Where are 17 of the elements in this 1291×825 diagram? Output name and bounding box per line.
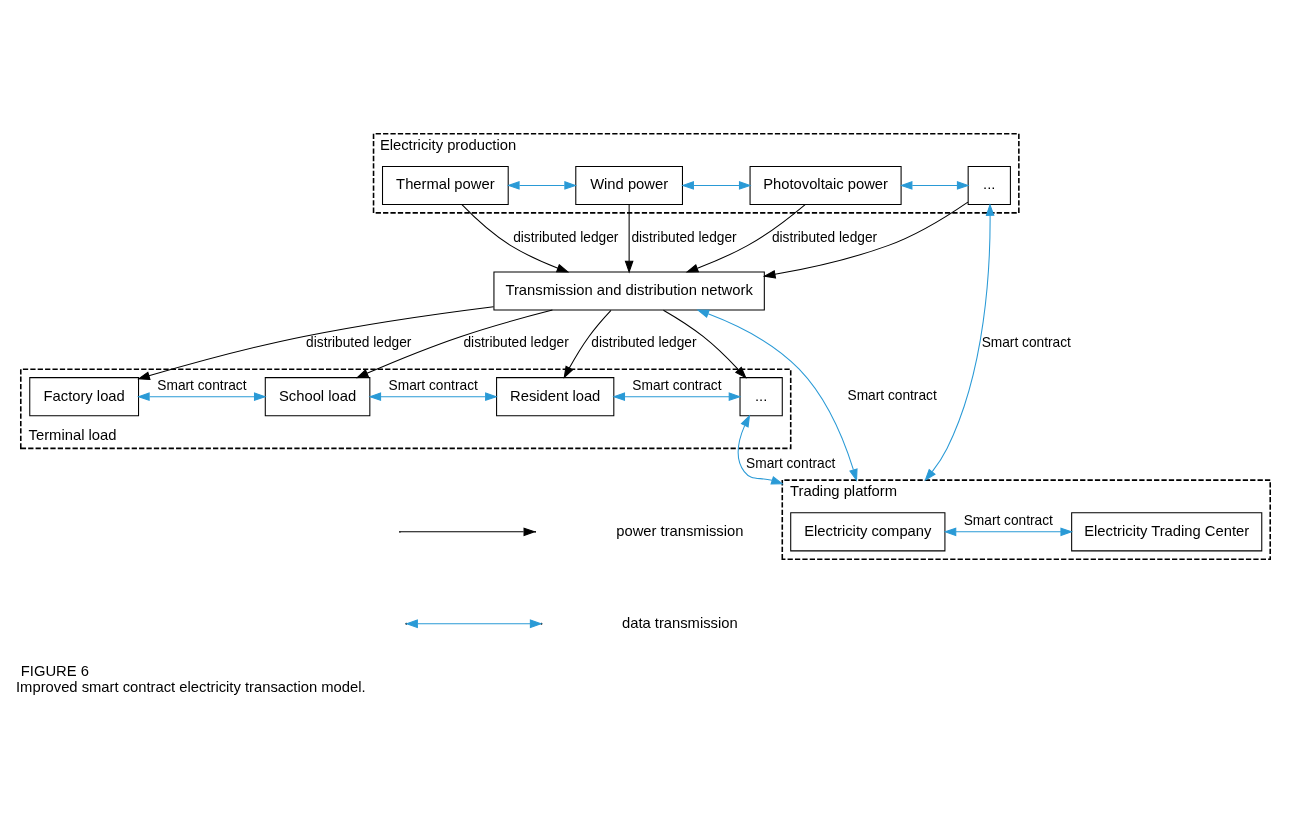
edge-label: Smart contract [388,377,478,393]
caption: Improved smart contract electricity transaction model. [16,678,366,695]
edge-label: Smart contract [847,388,937,404]
edge-label: Smart contract [981,335,1071,351]
legend-label: power transmission [616,522,744,539]
edge-label: Smart contract [632,377,722,393]
edge-label: distributed ledger [463,335,569,351]
edge-label: Smart contract [157,377,247,393]
edge-label: Smart contract [963,512,1053,528]
edge-label: distributed ledger [306,335,412,351]
legend-label: data transmission [621,614,738,631]
edge-label: distributed ledger [513,229,619,245]
edge-label: distributed ledger [771,229,878,245]
diagram-title: FIGURE 6 [20,662,89,679]
edge-label: Smart contract [746,455,836,471]
edge-label: distributed ledger [591,335,697,351]
edge-label: distributed ledger [631,229,737,245]
